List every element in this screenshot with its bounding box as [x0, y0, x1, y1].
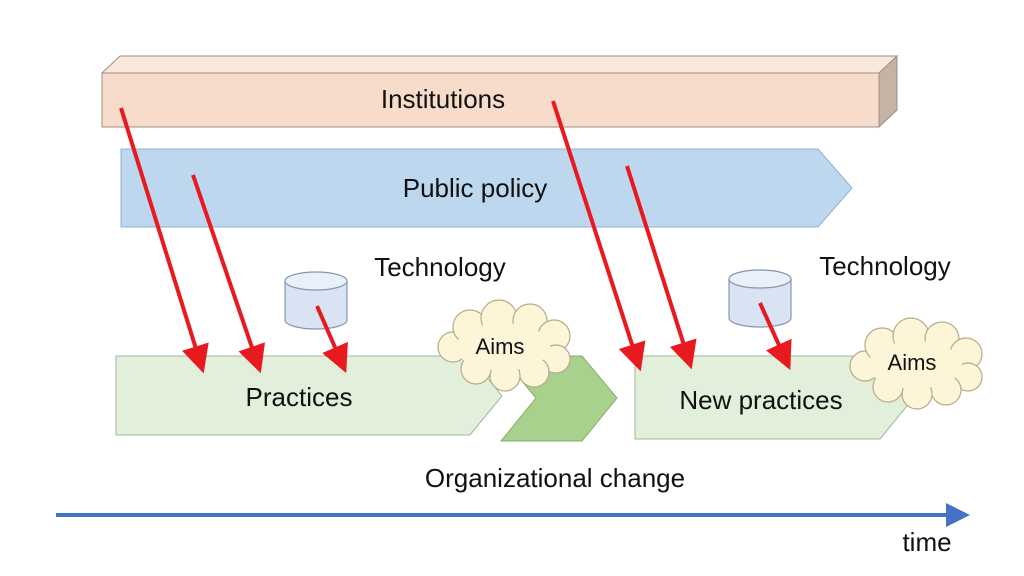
technology-label-left: Technology — [374, 252, 506, 282]
institutions-bar-top — [100, 55, 899, 74]
aims-label-left: Aims — [476, 334, 525, 359]
aims-cloud-right: Aims — [849, 317, 983, 410]
influence-arrow-policy-practices — [191, 174, 265, 374]
institutions-bar-front — [101, 72, 880, 128]
influence-arrow-policy-new-practices — [625, 165, 697, 370]
influence-arrow-technology-practices — [315, 305, 348, 374]
technology-cylinder-left — [284, 271, 348, 330]
influence-arrows — [119, 100, 792, 374]
new-practices-shape — [634, 355, 916, 440]
institutions-bar: Institutions — [100, 54, 899, 129]
influence-arrow-technology-new-practices — [758, 302, 792, 371]
time-axis: time — [56, 503, 970, 557]
organizational-change-label: Organizational change — [425, 463, 685, 493]
time-axis-label: time — [902, 527, 951, 557]
practices-band: Practices — [115, 355, 503, 436]
new-practices-label: New practices — [679, 385, 842, 415]
influence-arrow-institutions-practices — [119, 107, 209, 374]
new-practices-band: New practices — [634, 355, 916, 440]
influence-arrow-institutions-new-practices — [551, 100, 646, 372]
institutions-label: Institutions — [381, 84, 505, 114]
aims-label-right: Aims — [888, 350, 937, 375]
technology-cylinder-right — [728, 269, 792, 328]
public-policy-label: Public policy — [403, 173, 548, 203]
technology-label-right: Technology — [819, 251, 951, 281]
public-policy-band: Public policy — [120, 148, 853, 228]
practices-shape — [115, 355, 503, 436]
aims-cloud-left: Aims — [437, 299, 571, 392]
time-axis-arrowhead — [946, 503, 970, 527]
public-policy-shape — [120, 148, 853, 228]
practices-label: Practices — [246, 382, 353, 412]
